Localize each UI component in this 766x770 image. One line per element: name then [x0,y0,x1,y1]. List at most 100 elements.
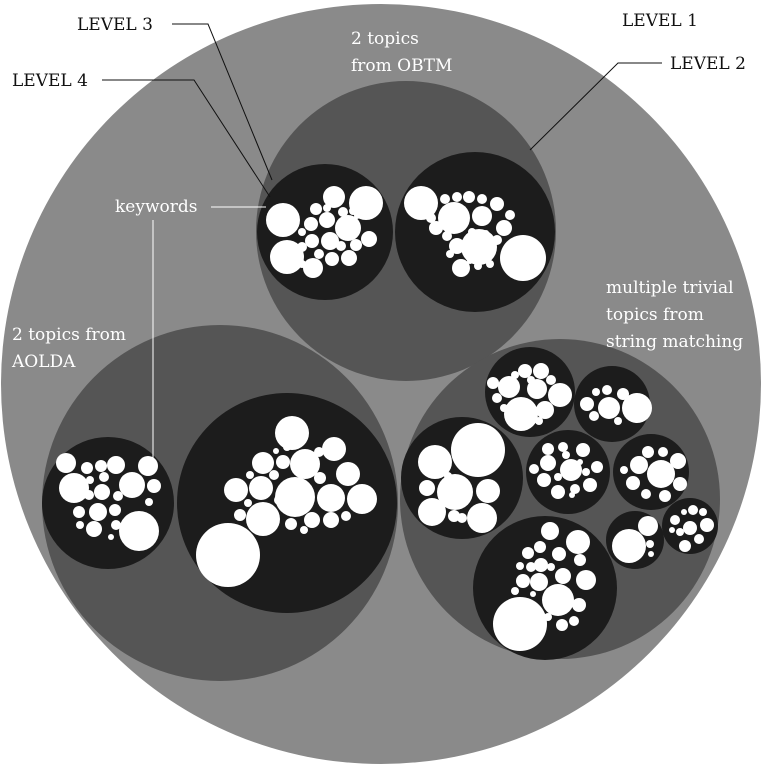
keyword-bubble [297,242,307,252]
keyword-bubble [477,194,487,204]
keyword-bubble [490,197,504,211]
keyword-bubble [612,529,646,563]
keyword-bubble [252,452,274,474]
keyword-bubble [467,258,473,264]
keyword-bubble [560,459,582,481]
keyword-bubble [569,492,575,498]
keyword-bubble [463,191,475,203]
keyword-bubble [84,490,94,500]
keyword-bubble [516,574,530,588]
level4-leader-line [102,79,271,198]
keyword-bubble [429,221,443,235]
keyword-bubble [492,393,502,403]
keyword-bubble [683,521,697,535]
keyword-bubble [542,443,554,455]
keyword-bubble [537,473,551,487]
keyword-bubble [530,573,548,591]
level1-leader-line [555,19,612,46]
keyword-bubble [529,464,539,474]
keyword-bubble [467,503,497,533]
keyword-bubble [275,477,315,517]
keyword-bubble [592,388,600,396]
keyword-bubble [583,478,597,492]
keyword-bubble [246,502,280,536]
keyword-bubble [647,460,675,488]
keyword-bubble [492,235,502,245]
keyword-bubble [576,570,596,590]
keyword-bubble [234,509,246,521]
keyword-bubble [273,448,279,454]
keyword-bubble [338,207,348,217]
level2-leader-line [529,62,662,151]
keyword-bubble [304,217,318,231]
level3-leader-line [172,23,273,181]
keyword-bubble [556,619,568,631]
keyword-bubble [541,522,559,540]
keyword-bubble [442,231,452,241]
keyword-bubble [138,456,158,476]
keyword-bubble [551,485,565,499]
keyword-bubble [224,478,248,502]
keyword-bubble [679,540,691,552]
keyword-bubble [336,462,360,486]
keyword-bubble [419,480,435,496]
keyword-bubble [576,443,590,457]
keyword-bubble [602,385,612,395]
keyword-bubble [622,393,652,423]
keyword-bubble [323,204,331,212]
keyword-bubble [325,252,339,266]
keyword-bubble [111,520,121,530]
keyword-bubble [500,235,546,281]
keyword-bubble [337,230,343,236]
keyword-bubble [274,495,284,505]
keyword-bubble [304,512,320,528]
keyword-bubble [303,258,323,278]
keyword-bubble [526,562,536,572]
keyword-bubble [269,470,279,480]
keyword-bubble [569,616,579,626]
keyword-bubble [486,260,494,268]
keyword-bubble [540,455,556,471]
keyword-bubble [426,213,436,223]
keyword-bubble [505,210,515,220]
string-matching-label-line1: multiple trivial [606,278,734,298]
keyword-bubble [673,477,687,491]
keyword-bubble [555,568,571,584]
keyword-bubble [630,456,648,474]
keyword-bubble [270,240,304,274]
keyword-bubble [444,472,452,480]
keyword-bubble [493,597,547,651]
keyword-bubble [620,466,628,474]
string-matching-label-line3: string matching [606,332,743,352]
keyword-bubble [283,443,291,451]
keyword-bubble [500,404,508,412]
keyword-bubble [276,455,290,469]
keyword-bubble [449,238,465,254]
keyword-bubble [107,456,125,474]
keyword-bubble [522,547,534,559]
keyword-bubble [94,484,110,500]
keyword-bubble [113,491,123,501]
keyword-bubble [108,534,114,540]
keyword-bubble [642,446,654,458]
keyword-bubble [59,473,89,503]
keyword-bubble [404,186,438,220]
keyword-bubble [438,202,470,234]
keyword-bubble [694,534,704,544]
keyword-bubble [577,459,583,465]
keyword-bubble [511,587,519,595]
keyword-bubble [566,530,590,554]
keyword-bubble [669,527,675,533]
keyword-bubble [547,563,555,571]
keyword-bubble [310,203,322,215]
keyword-bubble [446,250,454,258]
keyword-bubble [119,511,159,551]
keyword-bubble [572,598,586,612]
keyword-bubble [558,442,568,452]
keyword-bubble [676,528,684,536]
keyword-bubble [109,504,121,516]
keyword-bubble [361,231,377,247]
keyword-bubble [451,423,505,477]
keyword-bubble [516,562,524,570]
keyword-bubble [246,471,254,479]
